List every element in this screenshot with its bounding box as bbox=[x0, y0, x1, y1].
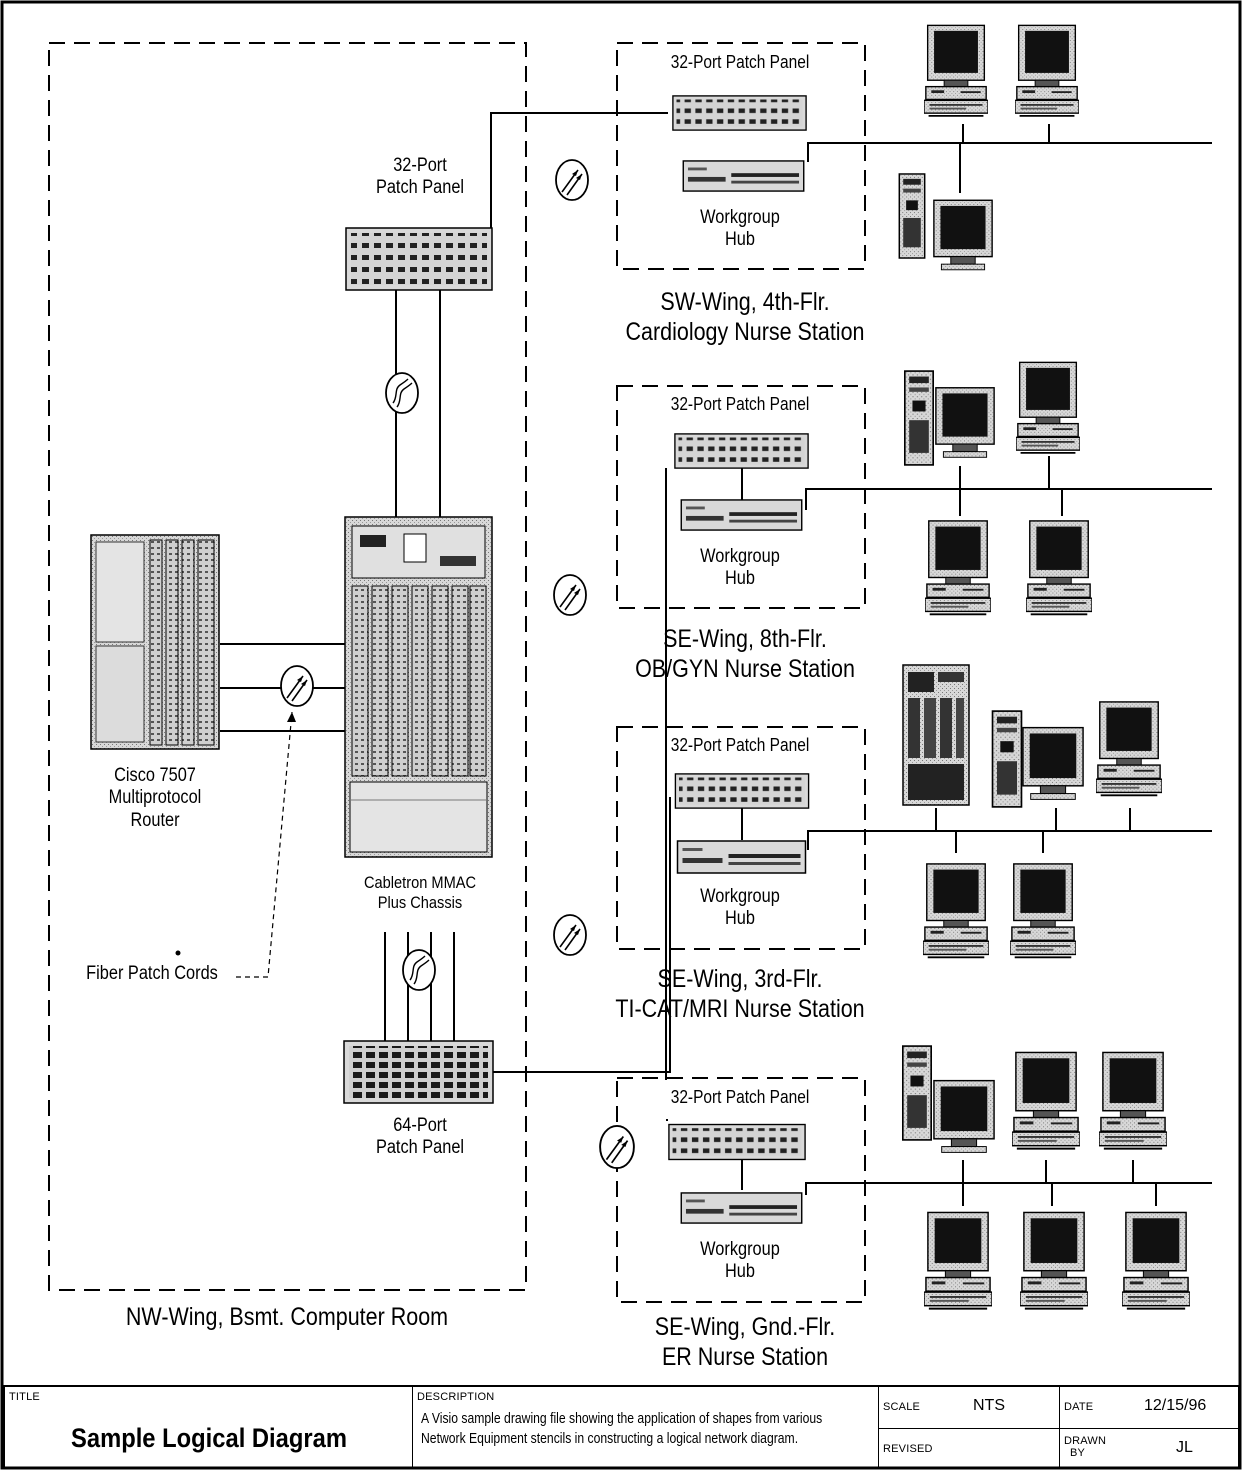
workstation-icon bbox=[1099, 1051, 1167, 1150]
monitor-icon bbox=[1022, 726, 1084, 801]
station-1-boundary bbox=[616, 42, 866, 270]
station-1-panel-label: 32-Port Patch Panel bbox=[670, 52, 810, 72]
link-icon bbox=[599, 1124, 635, 1170]
workstation-icon bbox=[1012, 1051, 1080, 1150]
workstation-icon bbox=[1020, 1211, 1088, 1310]
link-icon bbox=[555, 159, 589, 201]
date-value: 12/15/96 bbox=[1144, 1397, 1207, 1414]
tower-icon bbox=[903, 370, 935, 466]
workgroup-hub-icon bbox=[682, 160, 805, 192]
workstation-icon bbox=[923, 862, 989, 959]
title-cell: TITLE Sample Logical Diagram bbox=[5, 1387, 413, 1467]
patch-panel-32-icon bbox=[674, 433, 809, 469]
monitor-icon bbox=[935, 386, 995, 459]
link-icon bbox=[553, 914, 587, 956]
station-4-caption: SE-Wing, Gnd.-Flr.ER Nurse Station bbox=[654, 1313, 836, 1371]
date-cell: DATE 12/15/96 bbox=[1060, 1387, 1238, 1429]
station-2-boundary bbox=[616, 385, 866, 609]
scale-caption: SCALE bbox=[883, 1401, 921, 1413]
patch-panel-64-icon bbox=[343, 1040, 494, 1104]
workstation-icon bbox=[925, 519, 991, 616]
link-icon bbox=[401, 948, 437, 992]
fiber-patch-cords-label: Fiber Patch Cords bbox=[86, 963, 218, 984]
monitor-icon bbox=[933, 1079, 995, 1154]
description-caption: DESCRIPTION bbox=[417, 1391, 495, 1403]
tower-icon bbox=[901, 1045, 933, 1141]
revised-caption: REVISED bbox=[883, 1443, 933, 1455]
station-2-caption: SE-Wing, 8th-Flr.OB/GYN Nurse Station bbox=[635, 625, 855, 683]
scale-value: NTS bbox=[973, 1397, 1005, 1414]
patch-panel-32-icon bbox=[668, 1123, 806, 1161]
patch-panel-32-icon bbox=[674, 773, 810, 809]
computer-room-boundary bbox=[48, 42, 527, 1291]
link-icon bbox=[553, 574, 587, 616]
patch-panel-32-icon bbox=[672, 95, 807, 131]
scale-cell: SCALE NTS bbox=[879, 1387, 1060, 1429]
workstation-icon bbox=[1016, 361, 1080, 454]
patch-panel-32-icon bbox=[345, 227, 493, 291]
workgroup-hub-icon bbox=[680, 1192, 803, 1224]
tower-icon bbox=[898, 173, 926, 259]
fiber-leader bbox=[236, 711, 293, 978]
station-3-boundary bbox=[616, 726, 866, 950]
workstation-icon bbox=[1010, 862, 1076, 959]
station-3-caption: SE-Wing, 3rd-Flr.TI-CAT/MRI Nurse Statio… bbox=[615, 965, 865, 1023]
drawing-title: Sample Logical Diagram bbox=[71, 1423, 347, 1453]
station-2-panel-label: 32-Port Patch Panel bbox=[670, 394, 810, 414]
link-icon bbox=[384, 371, 420, 415]
drawn-by-cell: DRAWN BY JL bbox=[1060, 1429, 1238, 1467]
tower-icon bbox=[991, 710, 1023, 808]
date-caption: DATE bbox=[1064, 1401, 1094, 1413]
station-1-caption: SW-Wing, 4th-Flr.Cardiology Nurse Statio… bbox=[625, 288, 865, 346]
link-icon bbox=[279, 664, 315, 708]
station-4-panel-label: 32-Port Patch Panel bbox=[670, 1087, 810, 1107]
title-caption: TITLE bbox=[9, 1391, 40, 1403]
workstation-icon bbox=[924, 24, 988, 117]
description-text: A Visio sample drawing file showing the … bbox=[421, 1411, 823, 1447]
workgroup-hub-icon bbox=[680, 499, 803, 531]
workgroup-hub-icon bbox=[676, 840, 807, 874]
drawn-by-value: JL bbox=[1176, 1439, 1193, 1456]
monitor-icon bbox=[933, 199, 993, 271]
workstation-icon bbox=[1026, 519, 1092, 616]
workstation-icon bbox=[1096, 700, 1162, 797]
workstation-icon bbox=[924, 1211, 992, 1310]
workstation-icon bbox=[1122, 1211, 1190, 1310]
workstation-icon bbox=[1015, 24, 1079, 117]
description-cell: DESCRIPTION A Visio sample drawing file … bbox=[413, 1387, 879, 1467]
title-block: TITLE Sample Logical Diagram DESCRIPTION… bbox=[3, 1385, 1240, 1469]
cabletron-chassis-icon bbox=[344, 516, 493, 858]
cisco-router-icon bbox=[90, 534, 220, 750]
station-3-panel-label: 32-Port Patch Panel bbox=[670, 735, 810, 755]
server-icon bbox=[902, 664, 970, 806]
station-4-boundary bbox=[616, 1077, 866, 1303]
computer-room-label: NW-Wing, Bsmt. Computer Room bbox=[125, 1303, 449, 1331]
drawn-by-caption: DRAWN BY bbox=[1064, 1435, 1107, 1459]
revised-cell: REVISED bbox=[879, 1429, 1060, 1467]
cabling bbox=[220, 112, 1212, 1206]
